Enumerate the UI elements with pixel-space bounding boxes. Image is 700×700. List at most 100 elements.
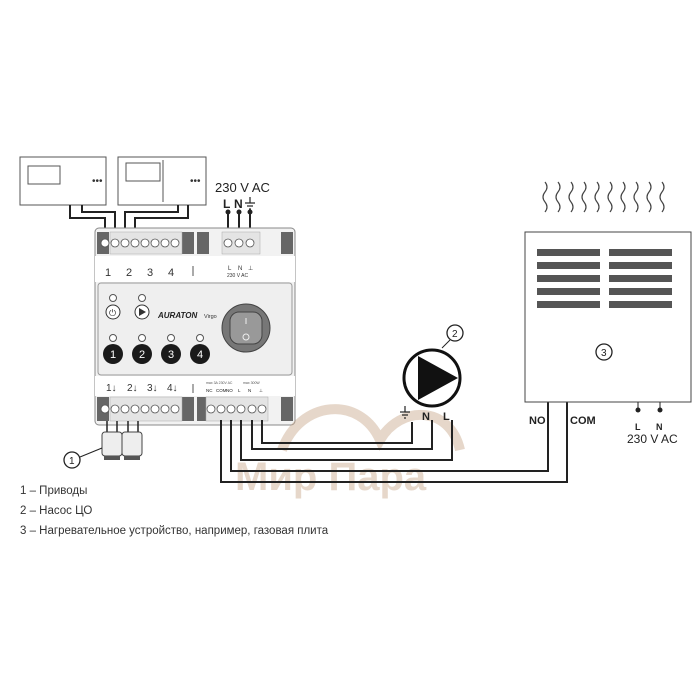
terminal-screw	[140, 238, 150, 248]
grille-slot	[609, 288, 672, 295]
power-button[interactable]: ⏻	[105, 294, 121, 320]
svg-text:2: 2	[452, 329, 458, 340]
grille-slot	[537, 288, 600, 295]
heat-wave	[555, 181, 561, 213]
svg-text:4: 4	[197, 349, 203, 361]
svg-text:1: 1	[110, 349, 116, 361]
supply-top: 230 V AC L N	[215, 180, 270, 215]
terminal-screws	[100, 238, 267, 414]
terminal-screw	[130, 404, 140, 414]
svg-text:3↓: 3↓	[147, 383, 158, 394]
boiler: 3 NO COM L N 230 V AC	[524, 181, 692, 446]
terminal-screw	[206, 404, 216, 414]
svg-text:N: N	[656, 422, 663, 432]
terminal-screw	[100, 404, 110, 414]
terminal-screw	[160, 238, 170, 248]
zone-button-1[interactable]: 1	[103, 334, 123, 365]
legend-item-2: 2 – Насос ЦО	[20, 505, 93, 517]
svg-text:N: N	[238, 266, 242, 272]
terminal-screw	[110, 404, 120, 414]
svg-text:max 300W: max 300W	[243, 381, 260, 385]
terminal-screw	[223, 238, 233, 248]
svg-text:230 V AC: 230 V AC	[215, 180, 270, 195]
terminal-screw	[234, 238, 244, 248]
svg-text:•••: •••	[92, 176, 103, 187]
legend-item-1: 1 – Приводы	[20, 485, 88, 497]
svg-text:NO: NO	[529, 415, 546, 427]
svg-text:3: 3	[601, 348, 607, 359]
pump: 2 N L	[400, 324, 464, 423]
terminal-label: N	[248, 388, 251, 393]
terminal-label: COM	[216, 388, 227, 393]
svg-text:⏻: ⏻	[109, 308, 116, 318]
actuators: 1	[63, 421, 143, 469]
terminal-screw	[170, 404, 180, 414]
terminal-screw	[247, 404, 257, 414]
svg-text:3: 3	[168, 349, 174, 361]
grille-slot	[609, 262, 672, 269]
legend-item-3: 3 – Нагревательное устройство, например,…	[20, 525, 329, 537]
terminal-screw	[100, 238, 110, 248]
grille-slot	[609, 249, 672, 256]
terminal-screw	[150, 238, 160, 248]
zone-button-2[interactable]: 2	[132, 334, 152, 365]
svg-text:•••: •••	[190, 176, 201, 187]
terminal-screw	[245, 238, 255, 248]
svg-text:4: 4	[168, 267, 174, 279]
terminal-screw	[236, 404, 246, 414]
svg-text:2: 2	[126, 267, 132, 279]
thermostat-2: •••	[117, 156, 207, 206]
svg-text:L: L	[228, 266, 232, 272]
play-button[interactable]	[134, 294, 150, 320]
main-switch[interactable]	[221, 303, 271, 353]
terminal-screw	[170, 238, 180, 248]
svg-text:Мир Пара: Мир Пара	[235, 455, 427, 499]
controller: 1 2 3 4 L N ⊥ 230 V AC ⏻ AURATON Virgo 1…	[94, 227, 296, 426]
terminal-label: ⊥	[259, 388, 263, 393]
svg-text:COM: COM	[570, 415, 596, 427]
terminal-screw	[130, 238, 140, 248]
svg-text:1: 1	[69, 456, 75, 467]
grille-slot	[537, 301, 600, 308]
svg-text:230 V AC: 230 V AC	[627, 432, 678, 446]
grille-slot	[537, 249, 600, 256]
terminal-screw	[226, 404, 236, 414]
svg-text:max 3A 230V AC: max 3A 230V AC	[206, 381, 233, 385]
heat-wave	[542, 181, 548, 213]
terminal-screw	[110, 238, 120, 248]
terminal-screw	[140, 404, 150, 414]
svg-text:L: L	[635, 422, 641, 432]
svg-text:L: L	[443, 411, 450, 423]
terminal-screw	[257, 404, 267, 414]
svg-text:2: 2	[139, 349, 145, 361]
zone-button-4[interactable]: 4	[190, 334, 210, 365]
svg-text:2↓: 2↓	[127, 383, 138, 394]
heat-wave	[607, 181, 613, 213]
svg-text:3: 3	[147, 267, 153, 279]
terminal-label: L	[238, 388, 241, 393]
zone-button-3[interactable]: 3	[161, 334, 181, 365]
svg-text:1↓: 1↓	[106, 383, 117, 394]
svg-text:Virgo: Virgo	[204, 314, 217, 320]
svg-text:4↓: 4↓	[167, 383, 178, 394]
svg-text:1: 1	[105, 267, 111, 279]
heat-wave	[633, 181, 639, 213]
svg-text:L: L	[223, 197, 230, 211]
svg-text:AURATON: AURATON	[157, 311, 197, 320]
heat-wave	[594, 181, 600, 213]
terminal-screw	[160, 404, 170, 414]
heat-wave	[568, 181, 574, 213]
grille-slot	[537, 275, 600, 282]
svg-text:N: N	[422, 411, 430, 423]
wires	[220, 400, 568, 483]
terminal-label: NO	[226, 388, 233, 393]
terminal-label: NC	[206, 388, 213, 393]
ground-icon	[245, 197, 255, 210]
heat-wave	[620, 181, 626, 213]
ground-icon	[400, 406, 410, 419]
heat-wave	[646, 181, 652, 213]
svg-text:230 V AC: 230 V AC	[227, 273, 249, 279]
zone-buttons: 1 2 3 4	[103, 334, 210, 365]
